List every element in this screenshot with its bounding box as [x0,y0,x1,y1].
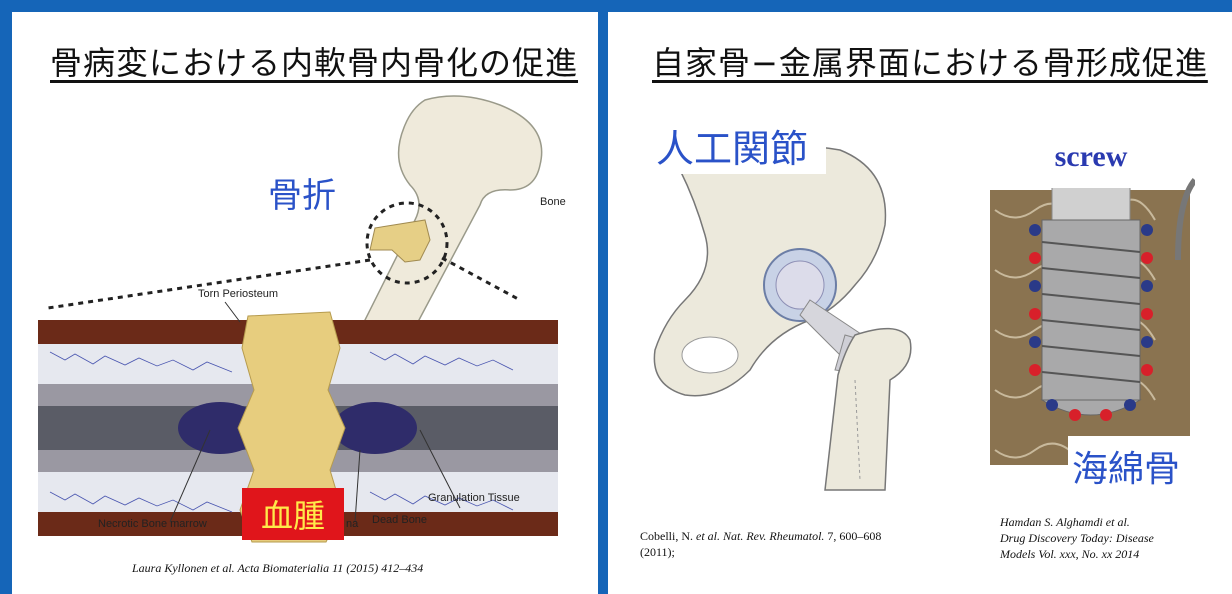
cobelli-etal: et al. [696,529,720,543]
cobelli-journal: Nat. Rev. Rheumatol. [723,529,824,543]
cobelli-pages: 7, 600–608 [827,529,881,543]
granulation-tissue-label: Granulation Tissue [428,492,520,504]
torn-periosteum-label: Torn Periosteum [198,288,278,300]
right-citation-cobelli: Cobelli, N. et al. Nat. Rev. Rheumatol. … [640,528,930,560]
dead-bone-label: Dead Bone [372,514,427,526]
left-panel-title: 骨病変における内軟骨内骨化の促進 [50,38,578,84]
artificial-joint-label: 人工関節 [656,118,808,173]
fracture-label: 骨折 [268,168,336,217]
hip-implant-illustration [640,140,950,500]
cancellous-bone-label: 海綿骨 [1072,440,1180,492]
hematoma-label: 血腫 [242,491,344,537]
panel-border-left [0,0,12,594]
right-panel-title: 自家骨−金属界面における骨形成促進 [652,38,1208,84]
alghamdi-line1: Hamdan S. Alghamdi et al. [1000,514,1200,530]
cobelli-authors: Cobelli, N. [640,529,693,543]
alghamdi-line3: Models Vol. xxx, No. xx 2014 [1000,546,1200,562]
necrotic-bone-marrow-label: Necrotic Bone marrow [98,518,207,530]
fracture-illustration [30,90,585,550]
cobelli-year: (2011); [640,545,675,559]
left-citation: Laura Kyllonen et al. Acta Biomaterialia… [132,560,423,576]
panel-border-top [0,0,1232,12]
alghamdi-line2: Drug Discovery Today: Disease [1000,530,1200,546]
panel-divider [598,0,608,594]
bone-label: Bone [540,196,566,208]
screw-label: screw [1000,140,1182,174]
hematoma-text-fragment: na [346,518,358,530]
right-citation-alghamdi: Hamdan S. Alghamdi et al. Drug Discovery… [1000,514,1200,562]
